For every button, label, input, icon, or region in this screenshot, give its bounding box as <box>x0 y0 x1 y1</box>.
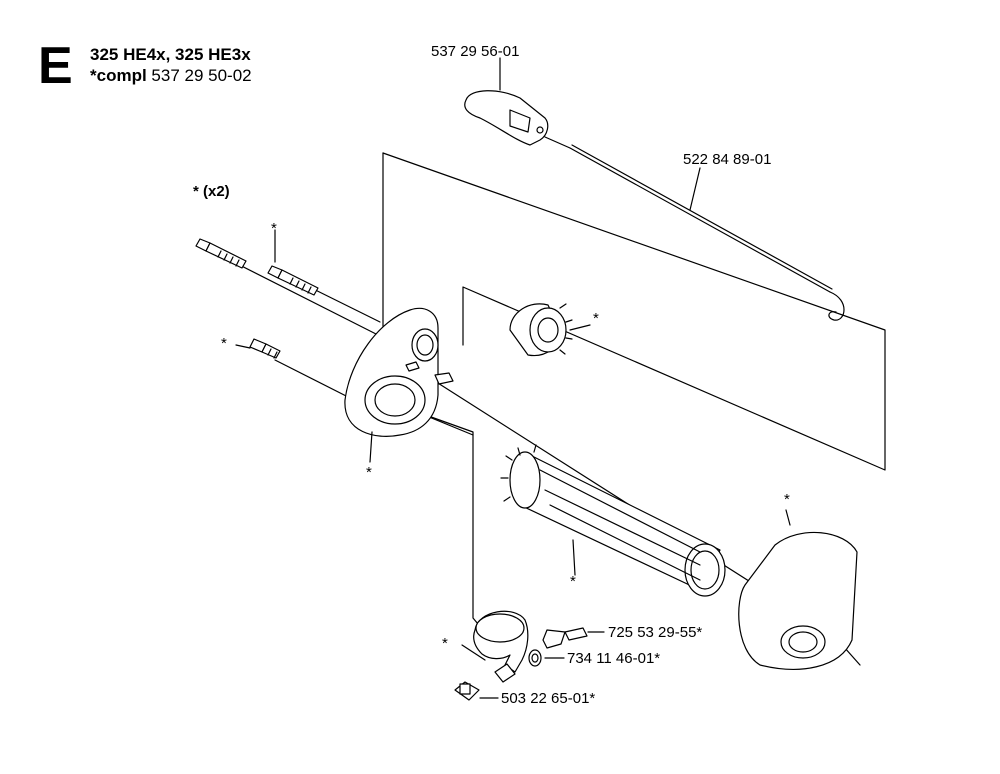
asterisk-gear: * <box>593 310 599 327</box>
model-names: 325 HE4x, 325 HE3x <box>90 45 251 64</box>
part-number-cable: 522 84 89-01 <box>683 151 772 168</box>
leader-lines <box>235 57 791 699</box>
asterisk-bracket: * <box>366 464 372 481</box>
part-number-washer: 734 11 46-01* <box>567 650 661 667</box>
rubber-grip <box>738 531 858 670</box>
clamp-screw <box>542 627 588 649</box>
washer <box>528 649 542 667</box>
square-nut <box>454 681 480 701</box>
quantity-label: * (x2) <box>193 183 230 200</box>
switch-part <box>464 90 549 146</box>
part-number-nut: 503 22 65-01* <box>501 690 596 707</box>
clamp <box>473 610 529 683</box>
bolt-long-2 <box>267 265 319 296</box>
bolt-long-1 <box>195 238 247 269</box>
bolt-short <box>249 338 281 359</box>
asterisk-grip-tube: * <box>570 573 576 590</box>
handle-bracket <box>344 307 454 437</box>
throttle-cable <box>544 136 845 321</box>
compl-number: 537 29 50-02 <box>151 66 252 85</box>
part-number-screw: 725 53 29-55* <box>608 624 703 641</box>
grip-tube <box>500 444 726 597</box>
asterisk-bolt: * <box>271 220 277 237</box>
asterisk-short-bolt: * <box>221 335 227 352</box>
section-letter: E <box>38 37 73 95</box>
complete-assembly-number: *compl 537 29 50-02 <box>90 67 252 84</box>
part-number-switch: 537 29 56-01 <box>431 43 520 60</box>
asterisk-rubber-grip: * <box>784 491 790 508</box>
small-gear <box>509 303 573 357</box>
asterisk-clamp: * <box>442 635 448 652</box>
compl-prefix: *compl <box>90 66 147 85</box>
